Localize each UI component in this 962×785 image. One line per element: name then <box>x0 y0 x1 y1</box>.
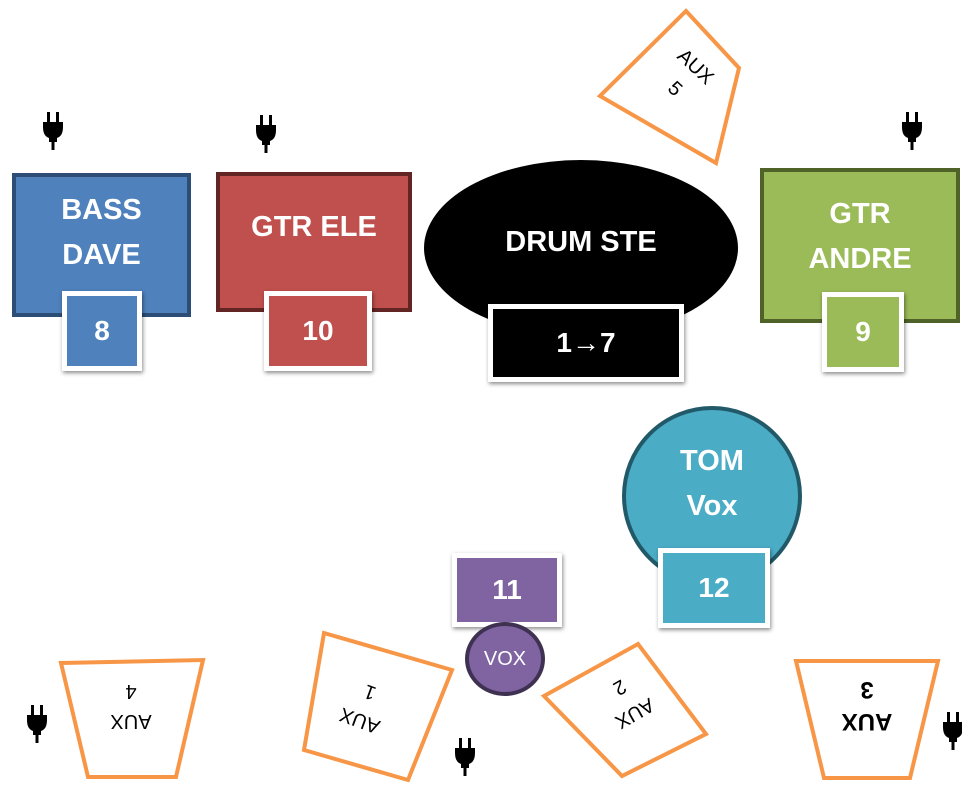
aux-2-monitor <box>540 641 710 779</box>
channel-number-gtr-ele: 10 <box>302 315 334 346</box>
aux-5-monitor <box>596 8 742 167</box>
drum-kit-label: DRUM STE <box>505 225 657 258</box>
gtr-ele-label: GTR ELE <box>251 210 377 243</box>
power-plug-icon <box>455 738 475 776</box>
power-plug-icon <box>256 115 276 153</box>
power-plug-icon <box>902 112 922 150</box>
drum-kit: DRUM STE <box>424 160 738 336</box>
power-plug-icon <box>27 705 47 743</box>
channel-badge-bass: 8 <box>62 291 142 371</box>
gtr-andre-label: GTR ANDRE <box>808 197 912 275</box>
channel-badge-vox: 11 <box>452 553 562 627</box>
power-plug-icon <box>43 112 63 150</box>
aux-3-monitor <box>793 659 941 780</box>
channel-number-gtr-andre: 9 <box>855 316 871 347</box>
bass-dave-label: BASS DAVE <box>61 194 142 271</box>
channel-number-tom: 12 <box>698 572 730 603</box>
channel-badge-drum: 1→7 <box>488 304 684 382</box>
tom-vox-label: TOM Vox <box>680 445 744 522</box>
gtr-ele-amp: GTR ELE <box>216 172 412 312</box>
channel-badge-gtr-ele: 10 <box>264 291 372 371</box>
channel-badge-tom: 12 <box>658 548 770 628</box>
aux-3-label: AUX 3 <box>841 675 893 735</box>
vox-mic: VOX <box>465 622 545 696</box>
aux-4-monitor <box>58 657 206 779</box>
channel-number-drum: 1→7 <box>556 327 616 358</box>
power-plug-icon <box>943 712 962 750</box>
channel-number-bass: 8 <box>94 315 110 346</box>
channel-badge-gtr-andre: 9 <box>822 292 904 372</box>
aux-4-label: AUX 4 <box>110 680 152 732</box>
vox-label: VOX <box>483 647 527 670</box>
channel-number-vox: 11 <box>492 574 522 605</box>
